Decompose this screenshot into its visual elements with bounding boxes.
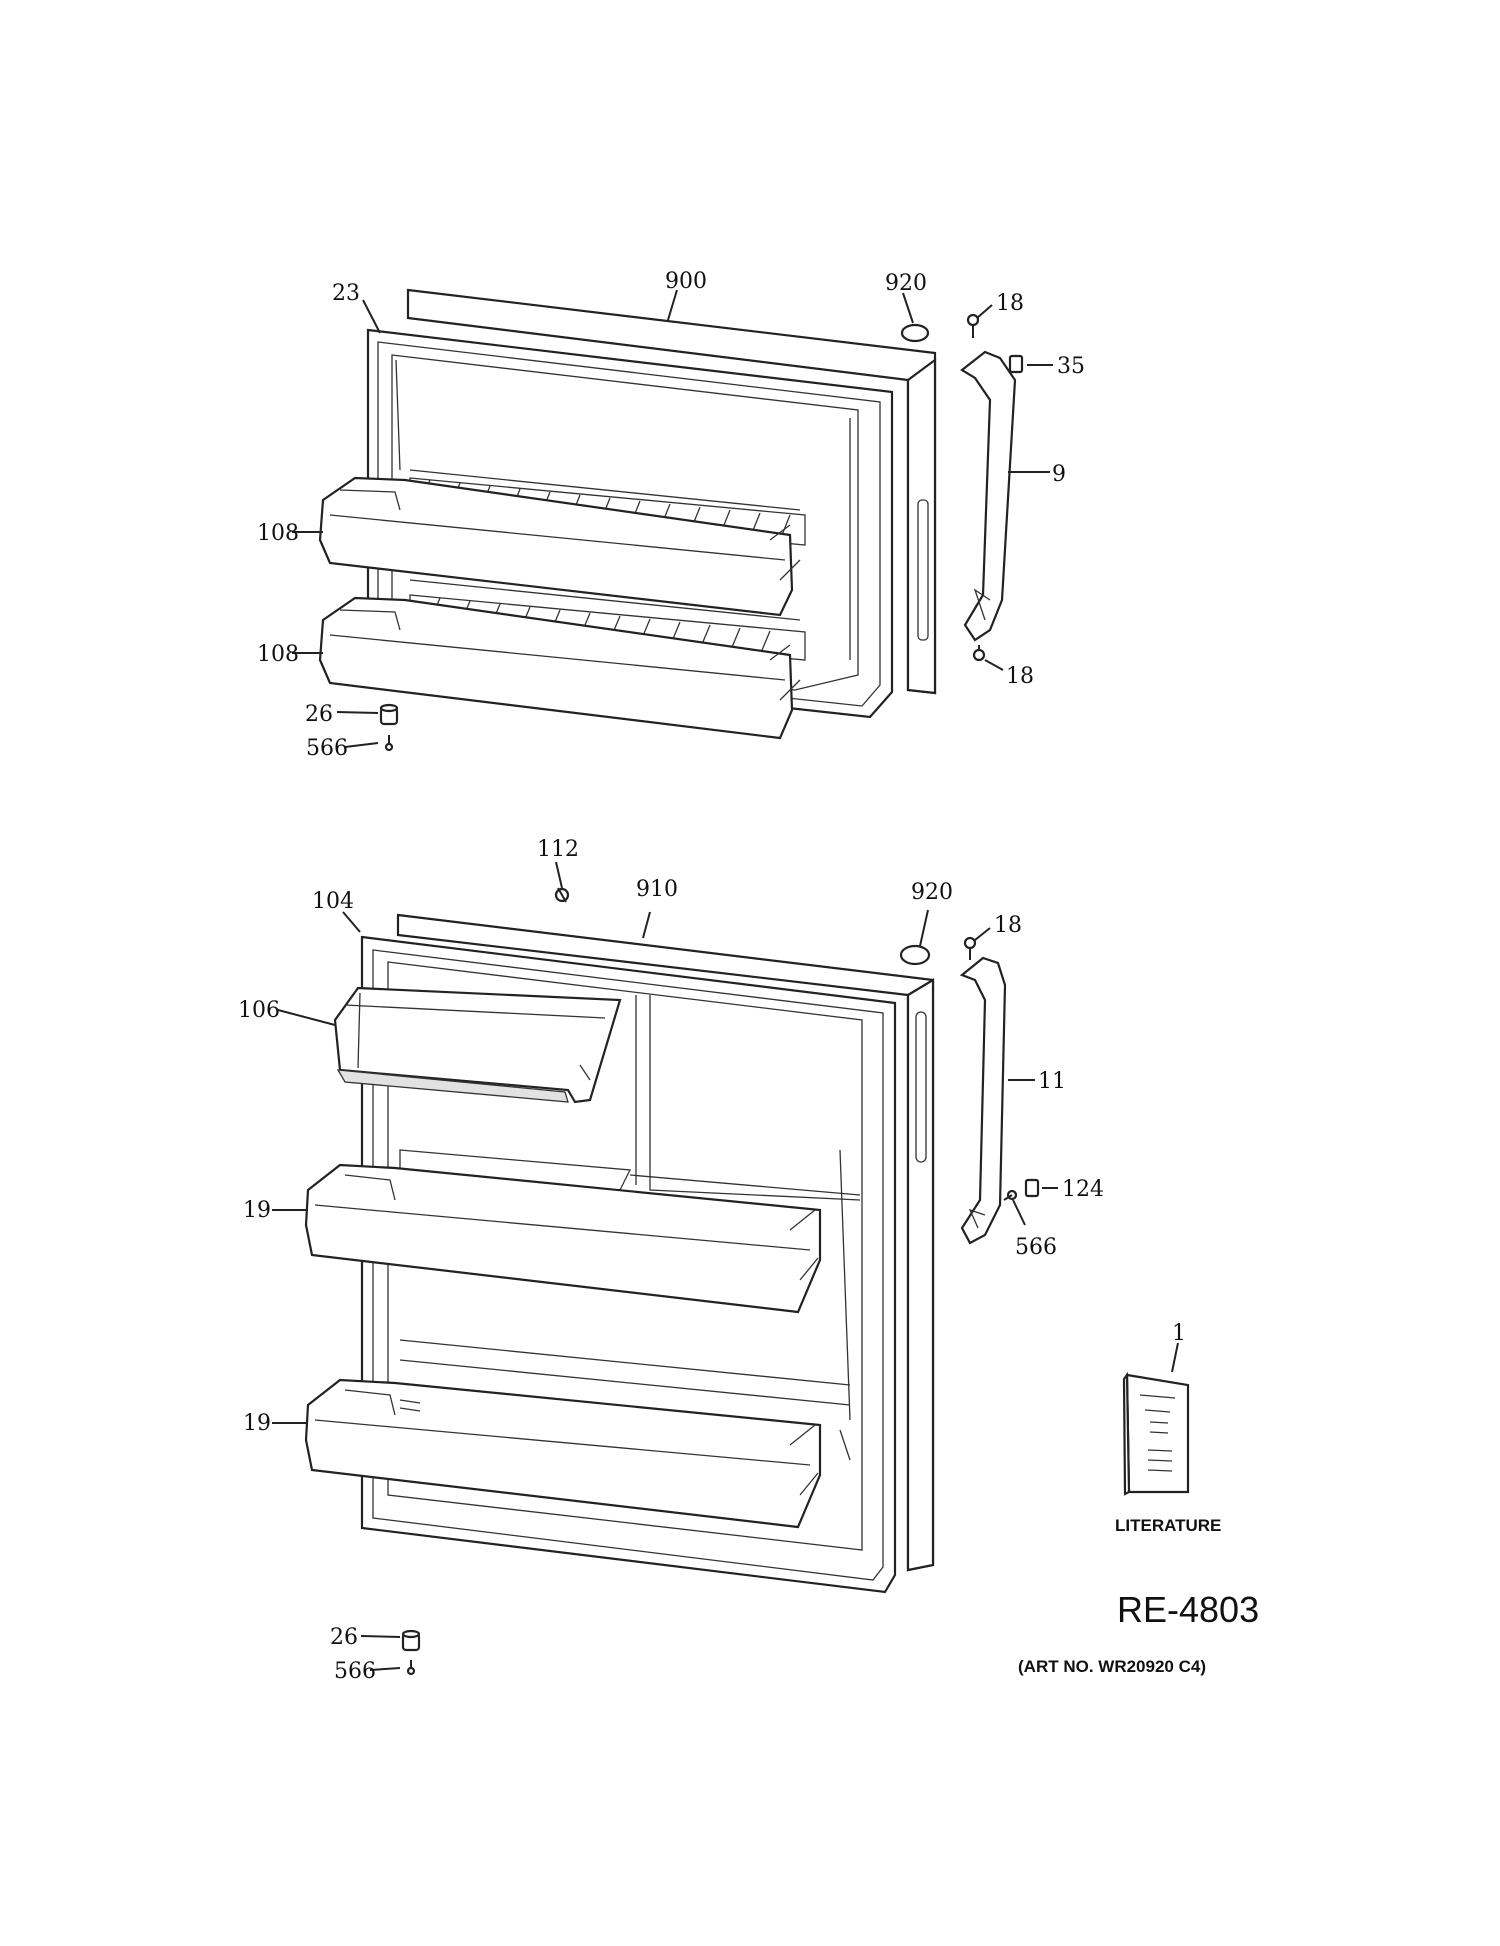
callout-566-handle: 566 [1015,1235,1057,1260]
freezer-door-handle [960,350,1017,642]
freezer-handle-screw-top [966,313,980,338]
fresh-food-hinge-cap [401,1629,421,1652]
callout-18: 18 [996,291,1024,316]
callout-18-lower: 18 [994,913,1022,938]
callout-566: 566 [306,736,348,761]
fresh-food-door-assembly: 112 910 920 104 18 106 11 124 566 19 19 … [238,837,1104,1684]
fresh-food-handle-screw-top [963,936,977,960]
freezer-door-side [906,357,937,695]
fresh-food-door-shelf-lower [304,1378,822,1529]
art-number: (ART NO. WR20920 C4) [1018,1657,1206,1676]
callout-18-bottom: 18 [1006,664,1034,689]
freezer-plug-button [900,323,930,343]
fresh-food-handle-bumper [1024,1178,1040,1198]
freezer-handle-bumper [1008,354,1024,374]
callout-26-lower: 26 [330,1625,358,1650]
callout-26: 26 [305,702,333,727]
callout-108-upper: 108 [257,521,299,546]
callout-112: 112 [537,837,579,862]
freezer-door-assembly: 23 900 920 18 35 9 108 108 18 26 566 [257,269,1085,761]
fresh-food-door-side [906,978,935,1572]
fresh-food-handle-screw [1003,1189,1018,1201]
callout-920-lower: 920 [911,880,953,905]
literature-label: LITERATURE [1115,1516,1221,1535]
callout-19-upper: 19 [243,1198,271,1223]
freezer-door-shelf-lower [318,596,794,740]
freezer-hinge-screw [384,735,394,752]
freezer-door-liner [391,354,859,691]
drawing-number: RE-4803 [1117,1589,1259,1630]
callout-124: 124 [1062,1177,1104,1202]
callout-106: 106 [238,998,280,1023]
callout-108-lower: 108 [257,642,299,667]
callout-11: 11 [1038,1069,1066,1094]
callout-910: 910 [636,877,678,902]
callout-104: 104 [312,889,354,914]
callout-566-lower: 566 [334,1659,376,1684]
freezer-handle-screw-bottom [972,645,986,662]
fresh-food-door-handle [959,956,1007,1245]
freezer-hinge-cap [379,703,399,726]
freezer-door-shelf-upper [318,476,794,617]
literature-booklet: 1 LITERATURE [1115,1321,1221,1535]
fresh-food-hinge-screw [406,1660,416,1676]
callout-9: 9 [1052,462,1066,487]
fresh-food-door-shelf-upper [304,1163,822,1314]
callout-920: 920 [885,271,927,296]
callout-23: 23 [332,281,360,306]
dairy-door-pin [554,887,570,903]
callout-1: 1 [1172,1321,1186,1346]
fresh-food-plug-button [899,944,931,966]
callout-900: 900 [665,269,707,294]
fresh-food-door-liner [387,961,863,1551]
callout-35: 35 [1057,354,1085,379]
callout-19-lower: 19 [243,1411,271,1436]
